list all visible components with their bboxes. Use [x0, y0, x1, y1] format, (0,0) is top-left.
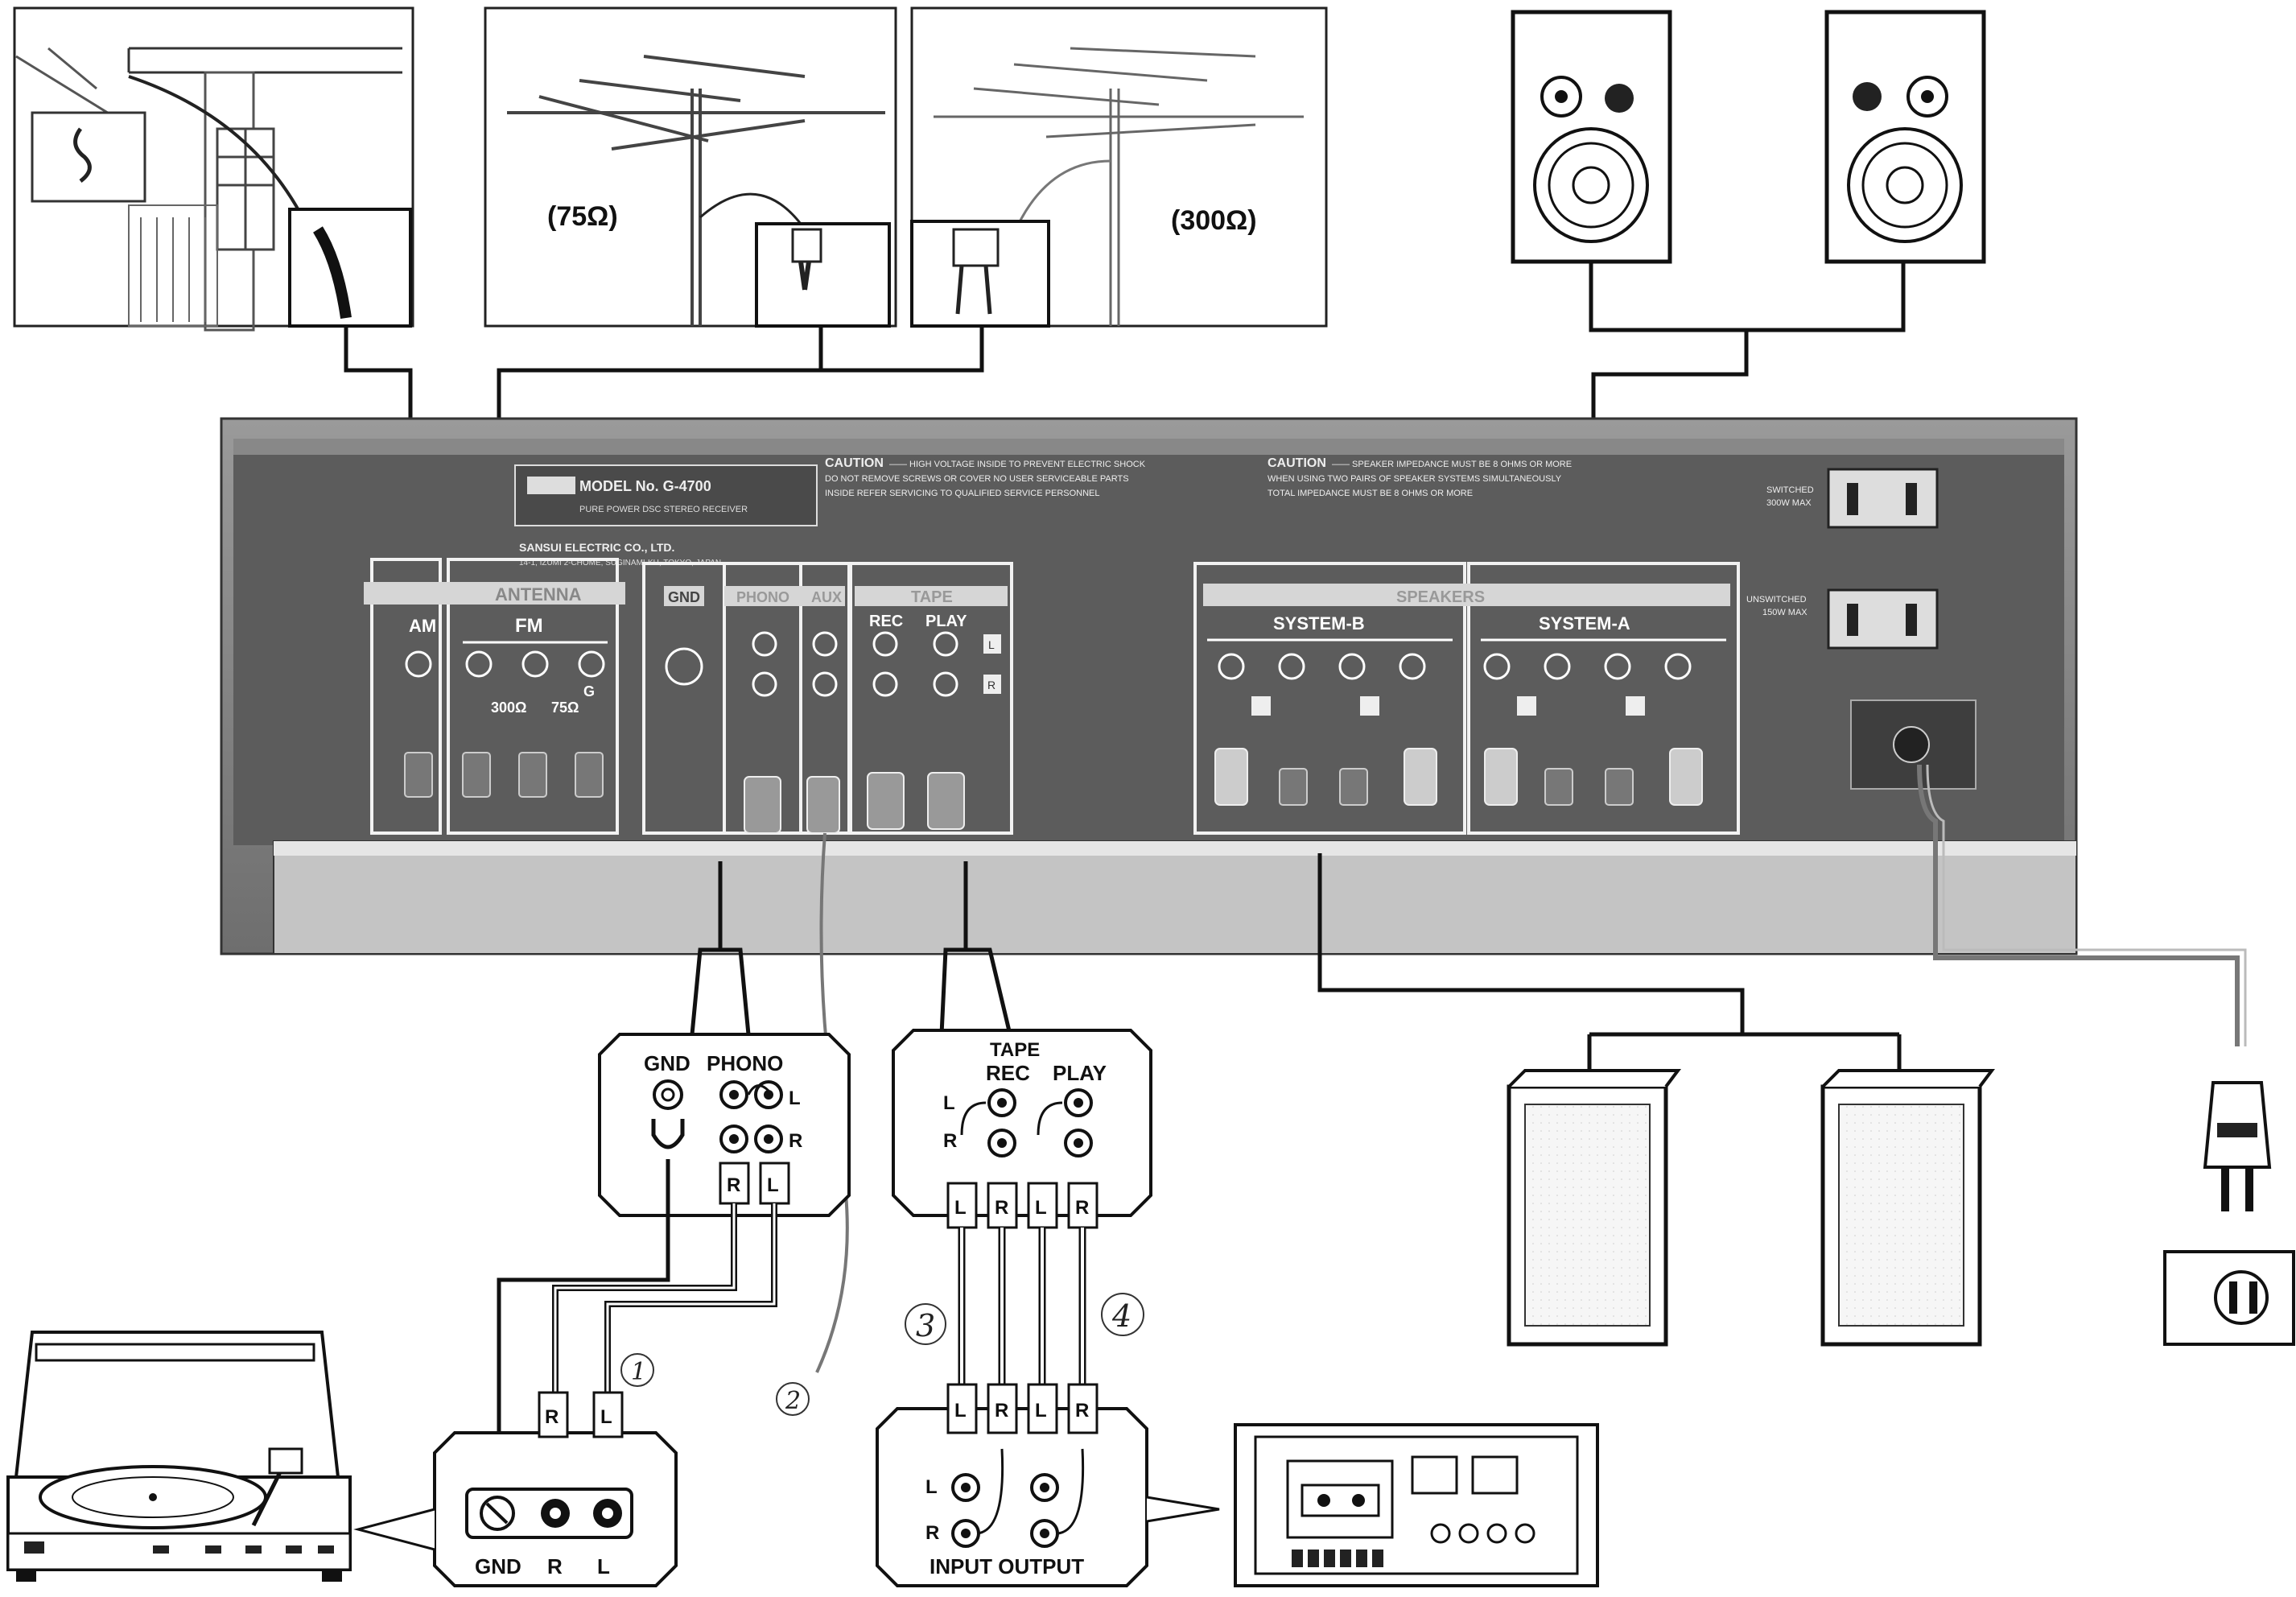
caution1-line2: DO NOT REMOVE SCREWS OR COVER NO USER SE… — [825, 474, 1129, 484]
caution2-line3: TOTAL IMPEDANCE MUST BE 8 OHMS OR MORE — [1268, 489, 1473, 498]
caution1-title: CAUTION — [825, 456, 884, 470]
am-label: AM — [409, 616, 436, 636]
tape-deck-jack-callout: L R L R L R INPUT OUTPUT — [877, 1384, 1219, 1586]
tape-callout-play: PLAY — [1053, 1061, 1107, 1085]
maker-name: SANSUI ELECTRIC CO., LTD. — [519, 541, 674, 554]
tape-plug-top-3: L — [1035, 1197, 1047, 1219]
phono-callout-gnd: GND — [644, 1051, 690, 1075]
speakers-label: SPEAKERS — [1396, 588, 1485, 606]
model-subtitle: PURE POWER DSC STEREO RECEIVER — [579, 505, 748, 514]
turntable-jack-callout: R L GND R L — [358, 1393, 676, 1586]
fm-75-label: 75Ω — [551, 699, 579, 716]
turntable-plug-r: R — [545, 1406, 559, 1428]
caution2-line2: WHEN USING TWO PAIRS OF SPEAKER SYSTEMS … — [1268, 474, 1562, 484]
tape-callout: TAPE REC PLAY L R L R L R — [893, 1030, 1151, 1228]
tape-plug-top-2: R — [995, 1197, 1008, 1219]
gnd-panel-label: GND — [668, 589, 700, 605]
caution2-title: CAUTION — [1268, 456, 1326, 470]
tape-plug-bottom-1: L — [954, 1400, 967, 1422]
switched-outlet — [1828, 469, 1937, 527]
annotation-1: 1 — [631, 1358, 646, 1386]
cassette-deck — [1235, 1425, 1597, 1586]
unswitched-outlet — [1828, 590, 1937, 648]
switched-label: SWITCHED — [1766, 485, 1814, 495]
turntable-r-label: R — [547, 1554, 563, 1578]
caution2-line1: —— SPEAKER IMPEDANCE MUST BE 8 OHMS OR M… — [1332, 460, 1572, 469]
tape-plug-bottom-4: R — [1075, 1400, 1089, 1422]
tape-callout-title: TAPE — [990, 1039, 1040, 1061]
tape-plug-bottom-3: L — [1035, 1400, 1047, 1422]
phono-callout-l: L — [789, 1087, 801, 1109]
speaker-bottom-left — [1509, 1071, 1678, 1344]
tape-panel-play: PLAY — [925, 613, 967, 630]
tape-plug-top-1: L — [954, 1197, 967, 1219]
label-300-ohm: (300Ω) — [1171, 205, 1257, 236]
tape-panel-r: R — [987, 679, 995, 691]
switched-max: 300W MAX — [1766, 498, 1812, 508]
receiver-rear-panel: MODEL No. G-4700 PURE POWER DSC STEREO R… — [221, 419, 2076, 954]
caution1-line3: INSIDE REFER SERVICING TO QUALIFIED SERV… — [825, 489, 1100, 498]
tape-panel-rec: REC — [869, 613, 903, 630]
turntable-plug-l: L — [600, 1406, 612, 1428]
tape-plug-top-4: R — [1075, 1197, 1089, 1219]
tape-panel-l: L — [988, 638, 995, 651]
label-75-ohm: (75Ω) — [547, 201, 618, 232]
phono-panel-label: PHONO — [736, 589, 789, 605]
turntable — [8, 1332, 350, 1582]
phono-callout: GND PHONO L R R L — [600, 1034, 849, 1215]
annotation-4: 4 — [1111, 1298, 1132, 1334]
tape-callout-rec: REC — [986, 1061, 1030, 1085]
turntable-l-label: L — [597, 1554, 610, 1578]
unswitched-max: 150W MAX — [1762, 608, 1808, 617]
fm-300-label: 300Ω — [491, 699, 526, 716]
phono-plug-l: L — [767, 1174, 779, 1196]
phono-plug-r: R — [727, 1174, 740, 1196]
deck-input-output-label: INPUT OUTPUT — [930, 1554, 1084, 1578]
speaker-bottom-right — [1823, 1071, 1992, 1344]
tape-callout-r: R — [943, 1130, 957, 1152]
fm-label: FM — [515, 615, 543, 637]
fm-300-antenna-panel: (300Ω) — [912, 8, 1326, 326]
speaker-top-right — [1827, 12, 1984, 262]
deck-callout-r: R — [925, 1522, 939, 1544]
handwritten-annotations: 1 2 3 4 — [621, 1294, 1144, 1415]
antenna-label: ANTENNA — [495, 584, 582, 605]
tape-plug-bottom-2: R — [995, 1400, 1008, 1422]
speaker-top-left — [1513, 12, 1670, 262]
tape-cables — [962, 1228, 1082, 1384]
am-antenna-panel — [14, 8, 413, 330]
tape-panel-label: TAPE — [911, 588, 953, 606]
system-a-label: SYSTEM-A — [1539, 613, 1630, 633]
phono-callout-phono: PHONO — [707, 1051, 783, 1075]
annotation-2: 2 — [785, 1387, 801, 1415]
caution1-line1: —— HIGH VOLTAGE INSIDE TO PREVENT ELECTR… — [889, 460, 1146, 469]
system-b-label: SYSTEM-B — [1273, 613, 1365, 633]
wall-socket — [2165, 1252, 2294, 1344]
phono-callout-r: R — [789, 1130, 802, 1152]
unswitched-label: UNSWITCHED — [1746, 595, 1807, 605]
turntable-gnd-label: GND — [475, 1554, 521, 1578]
deck-callout-l: L — [925, 1476, 938, 1498]
aux-panel-label: AUX — [811, 589, 842, 605]
model-number: MODEL No. G-4700 — [579, 478, 711, 494]
fm-g-label: G — [583, 683, 595, 699]
power-plug — [2205, 1083, 2269, 1211]
tape-callout-l: L — [943, 1092, 955, 1114]
caution-voltage: CAUTION —— HIGH VOLTAGE INSIDE TO PREVEN… — [825, 456, 1146, 498]
fm-75-antenna-panel: (75Ω) — [485, 8, 896, 326]
annotation-3: 3 — [916, 1308, 935, 1343]
